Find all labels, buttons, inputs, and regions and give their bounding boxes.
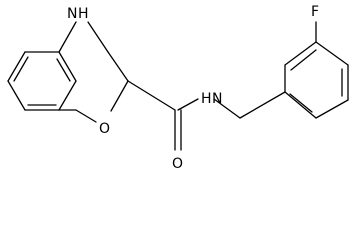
bond <box>239 91 286 119</box>
ring-nh-label: N H <box>67 6 89 22</box>
bond <box>107 51 129 82</box>
double-bond <box>289 93 313 113</box>
bond <box>127 80 176 111</box>
bond <box>177 98 199 111</box>
bond <box>7 51 26 82</box>
bond <box>315 41 349 66</box>
ring-nh-h: H <box>78 6 89 22</box>
ring-nh-n: N <box>67 6 77 22</box>
bond <box>7 80 26 111</box>
double-bond <box>56 58 71 82</box>
amide-n: N <box>212 91 222 107</box>
bond <box>315 99 349 119</box>
bond <box>110 80 129 112</box>
double-bond <box>290 49 317 71</box>
bond <box>58 80 77 111</box>
carbonyl-oxygen-label: O <box>172 156 183 172</box>
bond <box>284 91 317 119</box>
fluorophenyl-ring <box>239 21 349 119</box>
carboxamide <box>127 80 241 151</box>
bond <box>87 21 109 53</box>
molecule-structure: N H O O H N F <box>7 4 349 172</box>
bond <box>284 41 317 66</box>
bond <box>213 98 241 119</box>
double-bond <box>13 56 29 82</box>
bond <box>58 21 77 53</box>
benzo-ring <box>7 51 77 111</box>
amide-h: H <box>201 91 212 107</box>
amide-nh-label: H N <box>201 91 222 107</box>
ring-oxygen-label: O <box>99 121 110 137</box>
bond <box>75 109 97 123</box>
bond <box>58 51 77 82</box>
fluorine-label: F <box>311 4 319 20</box>
oxazine-ring <box>58 21 129 123</box>
